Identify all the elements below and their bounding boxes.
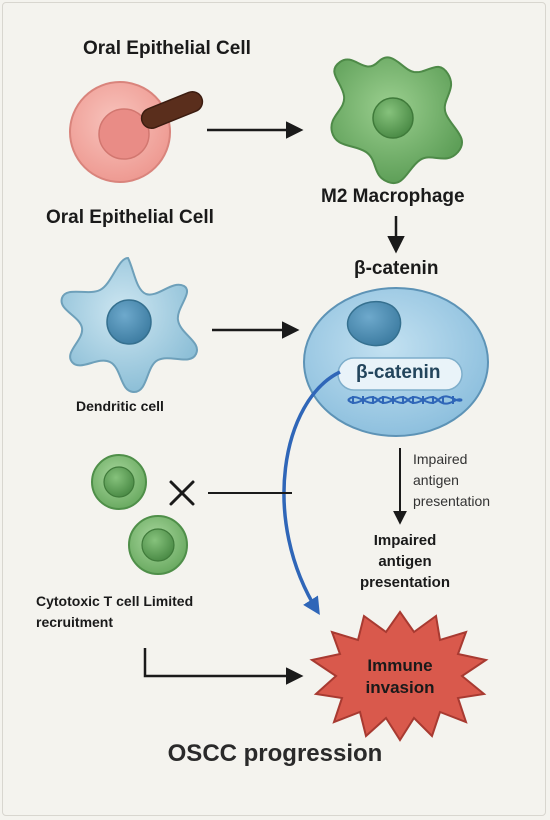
dendritic-cell-label: Dendritic cell [76, 398, 164, 414]
x-mark-icon [169, 480, 195, 506]
epithelial-nucleus [98, 108, 150, 160]
footer-title: OSCC progression [167, 740, 383, 767]
impaired-side-line-1: Impaired [413, 451, 468, 467]
impaired-side-line-2: antigen [413, 472, 459, 488]
dendritic-cell [60, 256, 199, 394]
tumor-nucleus [346, 300, 402, 347]
immune-invasion-line-2: invasion [365, 678, 435, 697]
macrophage-label: M2 Macrophage [321, 186, 465, 207]
impaired-bold-line-2: antigen [378, 553, 432, 570]
tcell-label-line-1: Cytotoxic T cell Limited [36, 593, 194, 609]
tcell-label-line-2: recruitment [36, 614, 114, 630]
epithelial-cell-label: Oral Epithelial Cell [46, 207, 214, 228]
beta-catenin-pill-label: β-catenin [356, 362, 441, 383]
impaired-bold-line-3: presentation [359, 574, 450, 591]
blue-signaling-arrow [282, 370, 341, 615]
arrow-tcell-to-invasion [143, 648, 304, 685]
cytotoxic-t-cell-2 [128, 515, 188, 575]
rod-bacterium-icon [140, 91, 204, 129]
immune-invasion-burst [309, 610, 489, 742]
top-title: Oral Epithelial Cell [83, 38, 251, 59]
m2-macrophage [330, 56, 464, 185]
dendritic-nucleus [106, 299, 152, 345]
immune-invasion-line-1: Immune [367, 656, 433, 675]
impaired-side-line-3: presentation [413, 493, 491, 509]
epithelial-cell [69, 81, 171, 183]
macrophage-nucleus [372, 97, 414, 139]
cytotoxic-t-cell-1 [91, 454, 147, 510]
impaired-bold-line-1: Impaired [373, 532, 437, 549]
dna-helix-icon [347, 395, 463, 405]
beta-catenin-heading: β-catenin [354, 258, 439, 279]
